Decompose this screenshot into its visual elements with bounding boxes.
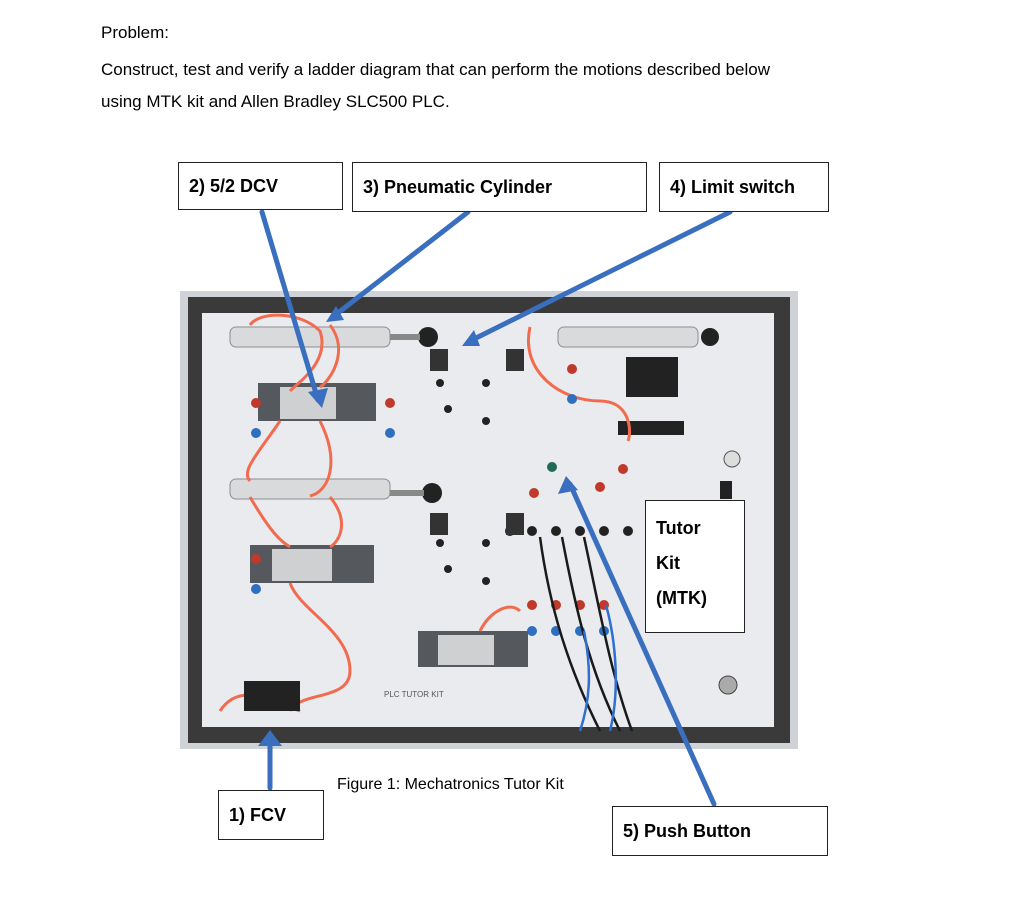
callout-dcv: 2) 5/2 DCV — [178, 162, 343, 210]
valve-block-3 — [418, 631, 528, 667]
problem-heading: Problem: — [101, 23, 170, 42]
limit-switch-box — [626, 357, 678, 397]
callout-fcv-label: 1) FCV — [229, 805, 287, 825]
callout-push-button: 5) Push Button — [612, 806, 828, 856]
terminal-strip — [618, 421, 684, 435]
cylinder-middle-left — [229, 478, 442, 503]
valve-block-1 — [258, 383, 376, 421]
callout-mtk-line-2: Kit — [656, 553, 680, 573]
callout-fcv: 1) FCV — [218, 790, 324, 840]
sensor-brackets — [430, 349, 524, 535]
callout-limit-switch-label: 4) Limit switch — [670, 177, 796, 197]
output-fuse-knob — [718, 675, 738, 695]
callout-mtk-line-1: Tutor — [656, 518, 701, 538]
power-switch — [720, 481, 732, 499]
problem-statement-line-2: using MTK kit and Allen Bradley SLC500 P… — [101, 92, 450, 111]
callout-dcv-label: 2) 5/2 DCV — [189, 176, 279, 196]
callout-cylinder-label: 3) Pneumatic Cylinder — [363, 177, 553, 197]
callout-mtk-line-3: (MTK) — [656, 588, 707, 608]
photo-label: PLC TUTOR KIT — [384, 690, 444, 699]
flow-control-valve — [244, 681, 300, 711]
input-fuse-knob — [723, 450, 741, 468]
callout-limit-switch: 4) Limit switch — [659, 162, 829, 212]
figure-caption: Figure 1: Mechatronics Tutor Kit — [337, 776, 564, 793]
cylinder-top-right — [557, 326, 719, 348]
callout-pneumatic-cylinder: 3) Pneumatic Cylinder — [352, 162, 647, 212]
valve-block-2 — [250, 545, 374, 583]
callout-push-button-label: 5) Push Button — [623, 821, 751, 841]
callout-mtk: Tutor Kit (MTK) — [645, 500, 745, 633]
problem-statement-line-1: Construct, test and verify a ladder diag… — [101, 60, 771, 79]
